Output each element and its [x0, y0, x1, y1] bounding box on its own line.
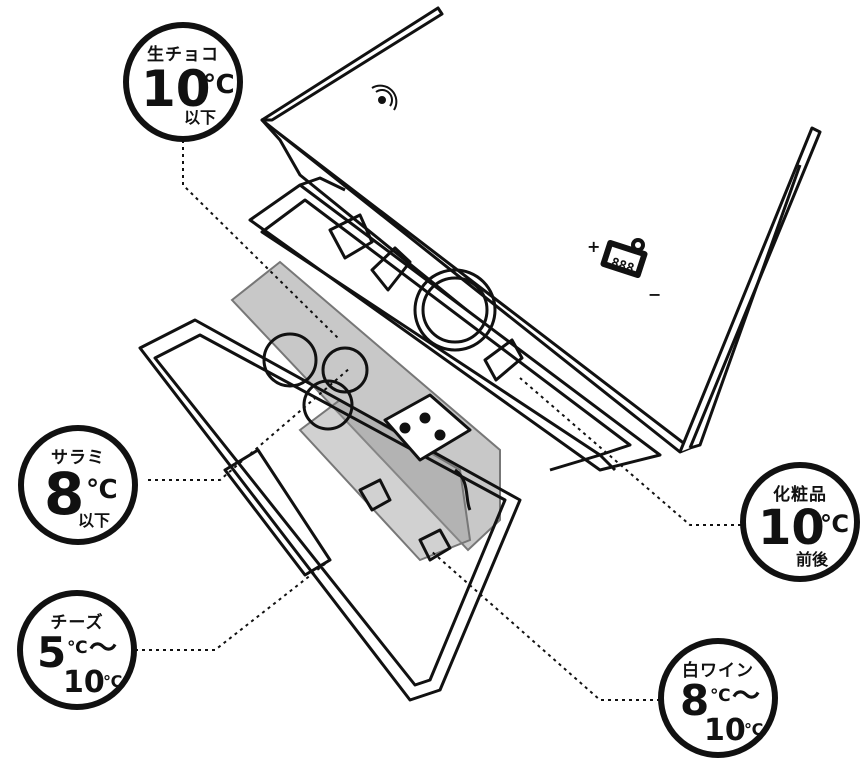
namachoco-suffix: 以下	[184, 108, 217, 127]
whitewine-tilde: 〜	[732, 679, 761, 712]
salami-unit: ℃	[86, 475, 118, 505]
whitewine-value-high: 10	[704, 713, 746, 748]
salami-label: サラミ	[51, 448, 105, 468]
leader-salami	[148, 367, 351, 481]
salami-value: 8	[44, 460, 85, 528]
cheese-unit-low: ℃	[67, 638, 88, 658]
leader-namachoco	[182, 140, 341, 341]
cheese-value-low: 5	[37, 628, 67, 677]
leader-whitewine	[429, 549, 660, 701]
whitewine-label: 白ワイン	[682, 661, 754, 681]
control-panel	[600, 238, 648, 279]
callout-whitewine: 白ワイン 8 ℃ 〜 10 ℃	[658, 638, 778, 758]
leader-cheese	[135, 559, 331, 651]
callout-cheese: チーズ 5 ℃ 〜 10 ℃	[17, 590, 137, 710]
leader-lines	[135, 140, 748, 701]
cosmetics-suffix: 前後	[796, 550, 829, 569]
whitewine-value-low: 8	[680, 676, 710, 725]
cosmetics-value: 10	[758, 500, 825, 556]
wireless-icon	[371, 84, 398, 111]
cosmetics-unit: ℃	[820, 510, 850, 538]
cosmetics-label: 化粧品	[773, 485, 827, 505]
cheese-unit-high: ℃	[103, 672, 123, 691]
upper-tray	[248, 176, 662, 472]
minus-label: −	[648, 285, 661, 304]
whitewine-unit-high: ℃	[744, 720, 764, 739]
cheese-tilde: 〜	[89, 631, 118, 664]
plus-label: +	[587, 237, 600, 256]
temperature-display: 888	[609, 255, 636, 277]
callout-salami: サラミ 8 ℃ 以下	[18, 425, 138, 545]
namachoco-value: 10	[141, 60, 211, 118]
namachoco-unit: ℃	[203, 70, 235, 100]
callout-cosmetics: 化粧品 10 ℃ 前後	[740, 462, 860, 582]
whitewine-unit-low: ℃	[710, 686, 731, 706]
cheese-value-high: 10	[63, 665, 105, 700]
leader-cosmetics	[519, 377, 748, 526]
namachoco-label: 生チョコ	[147, 45, 219, 65]
salami-suffix: 以下	[78, 511, 111, 530]
callout-namachoco: 生チョコ 10 ℃ 以下	[123, 22, 243, 142]
gray-trays	[230, 260, 501, 562]
cheese-label: チーズ	[50, 613, 104, 633]
